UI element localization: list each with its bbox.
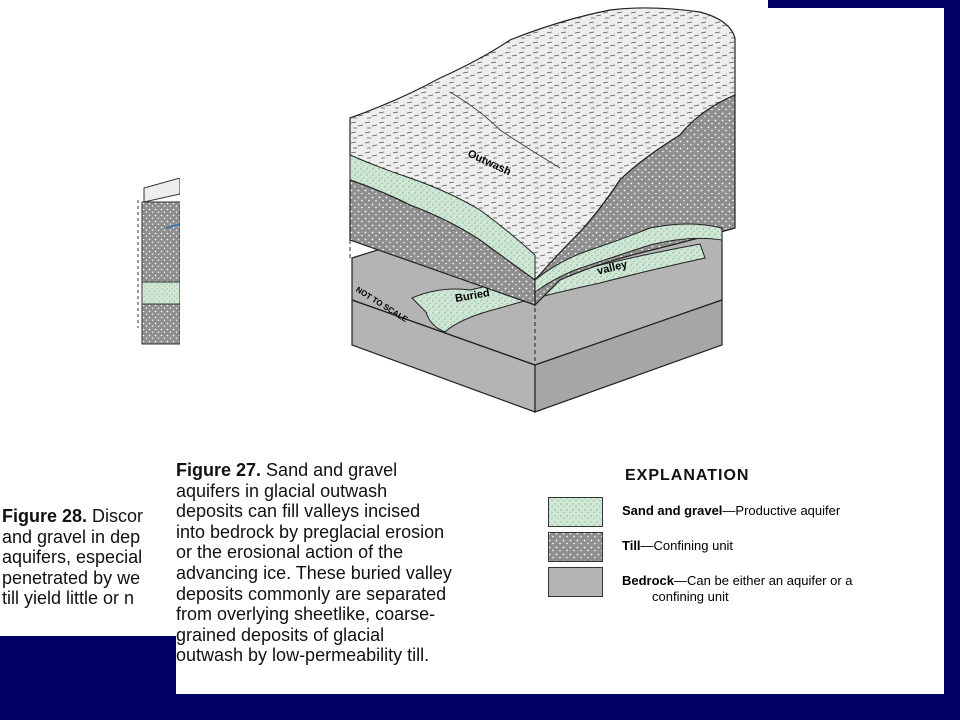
bedrock-swatch (548, 567, 603, 597)
figure27-caption: Figure 27. Sand and gravel aquifers in g… (176, 460, 452, 666)
figure27-line: into bedrock by preglacial erosion (176, 521, 445, 542)
figure27-line: advancing ice. These buried valley (176, 562, 452, 583)
figure27-label: Figure 27. (176, 460, 262, 480)
explanation-title: EXPLANATION (625, 467, 750, 484)
legend-desc: —Can be either an aquifer or a (674, 573, 853, 588)
top-right-frame-bar (768, 0, 960, 8)
figure28-line: and gravel in dep (2, 526, 141, 547)
sand-gravel-swatch (548, 497, 603, 527)
figure28-caption: Figure 28. Discor and gravel in dep aqui… (2, 506, 176, 609)
legend-name: Till (622, 538, 641, 553)
figure27-line: Sand and gravel (266, 460, 398, 480)
figure28-line: till yield little or n (2, 588, 135, 609)
legend-name: Bedrock (622, 573, 675, 588)
figure27-line: grained deposits of glacial (176, 624, 385, 645)
right-frame-bar (944, 8, 960, 694)
bottom-frame-bar (0, 694, 960, 720)
legend-desc-continued: confining unit (652, 589, 729, 604)
figure28-line: aquifers, especial (2, 547, 143, 568)
legend-name: Sand and gravel (622, 503, 723, 518)
figure28-line: Discor (92, 506, 144, 526)
figure27-line: aquifers in glacial outwash (176, 480, 388, 501)
figure27-line: deposits commonly are separated (176, 583, 447, 604)
legend-desc: —Confining unit (640, 538, 734, 553)
figure27-block-diagram (349, 7, 736, 413)
legend-desc: —Productive aquifer (722, 503, 841, 518)
figure27-line: or the erosional action of the (176, 542, 404, 563)
figure27-line: outwash by low-permeability till. (176, 645, 430, 666)
figure28-line: penetrated by we (2, 567, 141, 588)
figure27-line: from overlying sheetlike, coarse- (176, 604, 436, 625)
figure28-partial-diagram (137, 178, 180, 345)
figure28-label: Figure 28. (2, 506, 88, 526)
figure27-line: deposits can fill valleys incised (176, 501, 421, 522)
till-swatch (548, 532, 603, 562)
